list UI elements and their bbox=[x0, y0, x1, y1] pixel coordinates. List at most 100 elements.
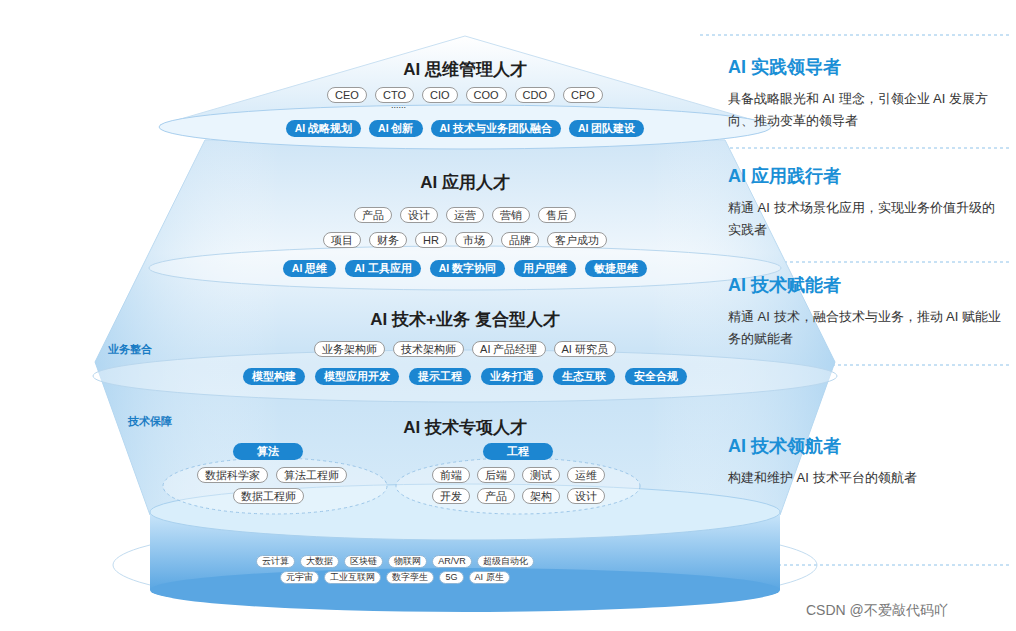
chip-text: 开发 bbox=[440, 490, 462, 502]
chip-text: AI 战略规划 bbox=[295, 122, 352, 134]
role-chip: AI 产品经理 bbox=[472, 341, 545, 357]
role-chip: CDO bbox=[515, 87, 555, 103]
chip-text: 5G bbox=[445, 572, 457, 582]
chip-text: 设计 bbox=[408, 209, 430, 221]
chip-text: HR bbox=[423, 234, 439, 246]
role-chip: 算法工程师 bbox=[276, 467, 347, 483]
chip-text: 设计 bbox=[575, 490, 597, 502]
body-shape bbox=[95, 140, 835, 515]
side-label: 业务整合 bbox=[108, 342, 152, 356]
skill-pill: AI 思维 bbox=[283, 260, 336, 277]
role-title: AI 实践领导者 bbox=[728, 56, 841, 79]
layer-heading: AI 技术+业务 复合型人才 bbox=[110, 309, 820, 331]
chip-text: 区块链 bbox=[350, 556, 377, 566]
chip-text: 业务打通 bbox=[490, 370, 534, 382]
chip-text: 客户成功 bbox=[555, 234, 599, 246]
chip-text: 用户思维 bbox=[523, 262, 567, 274]
ellipsis-mark: ...... bbox=[391, 99, 406, 111]
chip-text: 算法 bbox=[257, 445, 279, 457]
role-chip: CPO bbox=[563, 87, 603, 103]
layer-disc bbox=[93, 350, 837, 402]
chip-text: 超级自动化 bbox=[483, 556, 528, 566]
skill-pill: 安全合规 bbox=[625, 368, 687, 385]
role-description: 具备战略眼光和 AI 理念，引领企业 AI 发展方向、推动变革的领导者 bbox=[728, 88, 1006, 132]
chip-text: AI 技术与业务团队融合 bbox=[440, 122, 552, 134]
chip-text: AI 原生 bbox=[475, 572, 504, 582]
chip-text: COO bbox=[474, 89, 499, 101]
chip-text: AI 团队建设 bbox=[578, 122, 635, 134]
role-chip: 设计 bbox=[400, 207, 438, 223]
chip-text: 云计算 bbox=[262, 556, 289, 566]
chip-text: 项目 bbox=[331, 234, 353, 246]
role-chip: 设计 bbox=[567, 488, 605, 504]
skill-pill: 模型应用开发 bbox=[315, 368, 399, 385]
chip-text: 生态互联 bbox=[562, 370, 606, 382]
role-chip: 售后 bbox=[538, 207, 576, 223]
skill-pill: 生态互联 bbox=[553, 368, 615, 385]
chip-text: 市场 bbox=[463, 234, 485, 246]
role-chip: 数据工程师 bbox=[233, 488, 304, 504]
tech-chip: AI 原生 bbox=[469, 571, 510, 584]
layer-disc bbox=[149, 246, 781, 290]
role-chip: 运营 bbox=[446, 207, 484, 223]
talent-layer: AI 技术专项人才算法工程数据科学家算法工程师数据工程师前端后端测试运维开发产品… bbox=[140, 405, 790, 515]
chip-text: 工程 bbox=[507, 445, 529, 457]
chip-text: 营销 bbox=[500, 209, 522, 221]
role-title: AI 技术赋能者 bbox=[728, 274, 841, 297]
chip-text: 提示工程 bbox=[418, 370, 462, 382]
talent-layer: AI 思维管理人才CEOCTOCIOCOOCDOCPOAI 战略规划AI 创新A… bbox=[160, 40, 770, 150]
top-disc bbox=[159, 105, 771, 149]
role-chip: HR bbox=[415, 232, 447, 248]
role-chip: 数据科学家 bbox=[197, 467, 268, 483]
chip-text: 品牌 bbox=[509, 234, 531, 246]
chip-text: AR/VR bbox=[438, 556, 466, 566]
tech-chip: 数字孪生 bbox=[386, 571, 434, 584]
chip-text: 数字孪生 bbox=[392, 572, 428, 582]
chip-text: CPO bbox=[571, 89, 595, 101]
chip-text: CIO bbox=[430, 89, 450, 101]
tech-chip: 云计算 bbox=[256, 555, 295, 568]
chip-text: 产品 bbox=[362, 209, 384, 221]
role-chip: CIO bbox=[422, 87, 458, 103]
role-title: AI 技术领航者 bbox=[728, 435, 841, 458]
chip-text: 数据工程师 bbox=[241, 490, 296, 502]
chip-text: 前端 bbox=[440, 469, 462, 481]
chip-text: 运维 bbox=[575, 469, 597, 481]
role-chip: 客户成功 bbox=[547, 232, 607, 248]
role-chip: CEO bbox=[327, 87, 367, 103]
skill-pill: 敏捷思维 bbox=[585, 260, 647, 277]
role-chip: 品牌 bbox=[501, 232, 539, 248]
skill-pill: 算法 bbox=[233, 443, 303, 460]
chip-text: 运营 bbox=[454, 209, 476, 221]
chip-text: 测试 bbox=[530, 469, 552, 481]
role-chip: AI 研究员 bbox=[554, 341, 616, 357]
chip-text: AI 创新 bbox=[378, 122, 413, 134]
chip-text: CDO bbox=[523, 89, 547, 101]
chip-text: 工业互联网 bbox=[330, 572, 375, 582]
skill-pill: 用户思维 bbox=[514, 260, 576, 277]
chip-text: 安全合规 bbox=[634, 370, 678, 382]
chip-text: AI 工具应用 bbox=[354, 262, 411, 274]
body-shading bbox=[95, 140, 835, 515]
role-chip: 测试 bbox=[522, 467, 560, 483]
chip-text: 大数据 bbox=[306, 556, 333, 566]
skill-pill: AI 团队建设 bbox=[569, 120, 644, 137]
chip-text: 敏捷思维 bbox=[594, 262, 638, 274]
layer-heading: AI 思维管理人才 bbox=[160, 59, 770, 81]
skill-pill: AI 数字协同 bbox=[430, 260, 505, 277]
role-chip: 产品 bbox=[477, 488, 515, 504]
role-chip: 开发 bbox=[432, 488, 470, 504]
chip-text: 后端 bbox=[485, 469, 507, 481]
chip-text: 数据科学家 bbox=[205, 469, 260, 481]
skill-pill: 提示工程 bbox=[409, 368, 471, 385]
group-ellipse bbox=[163, 458, 387, 514]
role-chip: 业务架构师 bbox=[314, 341, 385, 357]
group-ellipse bbox=[396, 458, 640, 514]
chip-text: 架构 bbox=[530, 490, 552, 502]
skill-pill: AI 创新 bbox=[369, 120, 422, 137]
chip-text: 算法工程师 bbox=[284, 469, 339, 481]
skill-pill: AI 战略规划 bbox=[286, 120, 361, 137]
tech-chip: 元宇宙 bbox=[280, 571, 319, 584]
tech-chip: 工业互联网 bbox=[324, 571, 381, 584]
chip-text: 物联网 bbox=[394, 556, 421, 566]
